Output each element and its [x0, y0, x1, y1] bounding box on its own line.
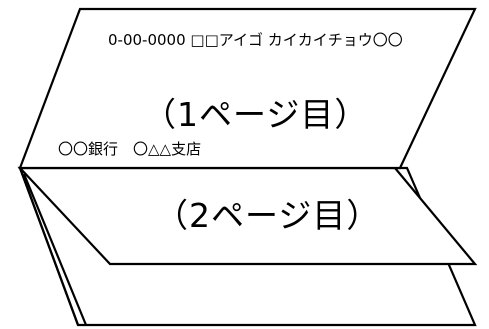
page-one-sheet	[18, 7, 477, 170]
spine-line-middle	[22, 173, 88, 326]
page-one-label: （1ページ目）	[143, 95, 368, 134]
spine-line-outer	[18, 167, 80, 326]
page-two-label: （2ページ目）	[155, 196, 380, 235]
bank-branch-text: 〇〇銀行 〇△△支店	[58, 140, 201, 158]
account-header-text: 0-00-0000 □□アイゴ カイカイチョウ〇〇	[108, 31, 403, 49]
